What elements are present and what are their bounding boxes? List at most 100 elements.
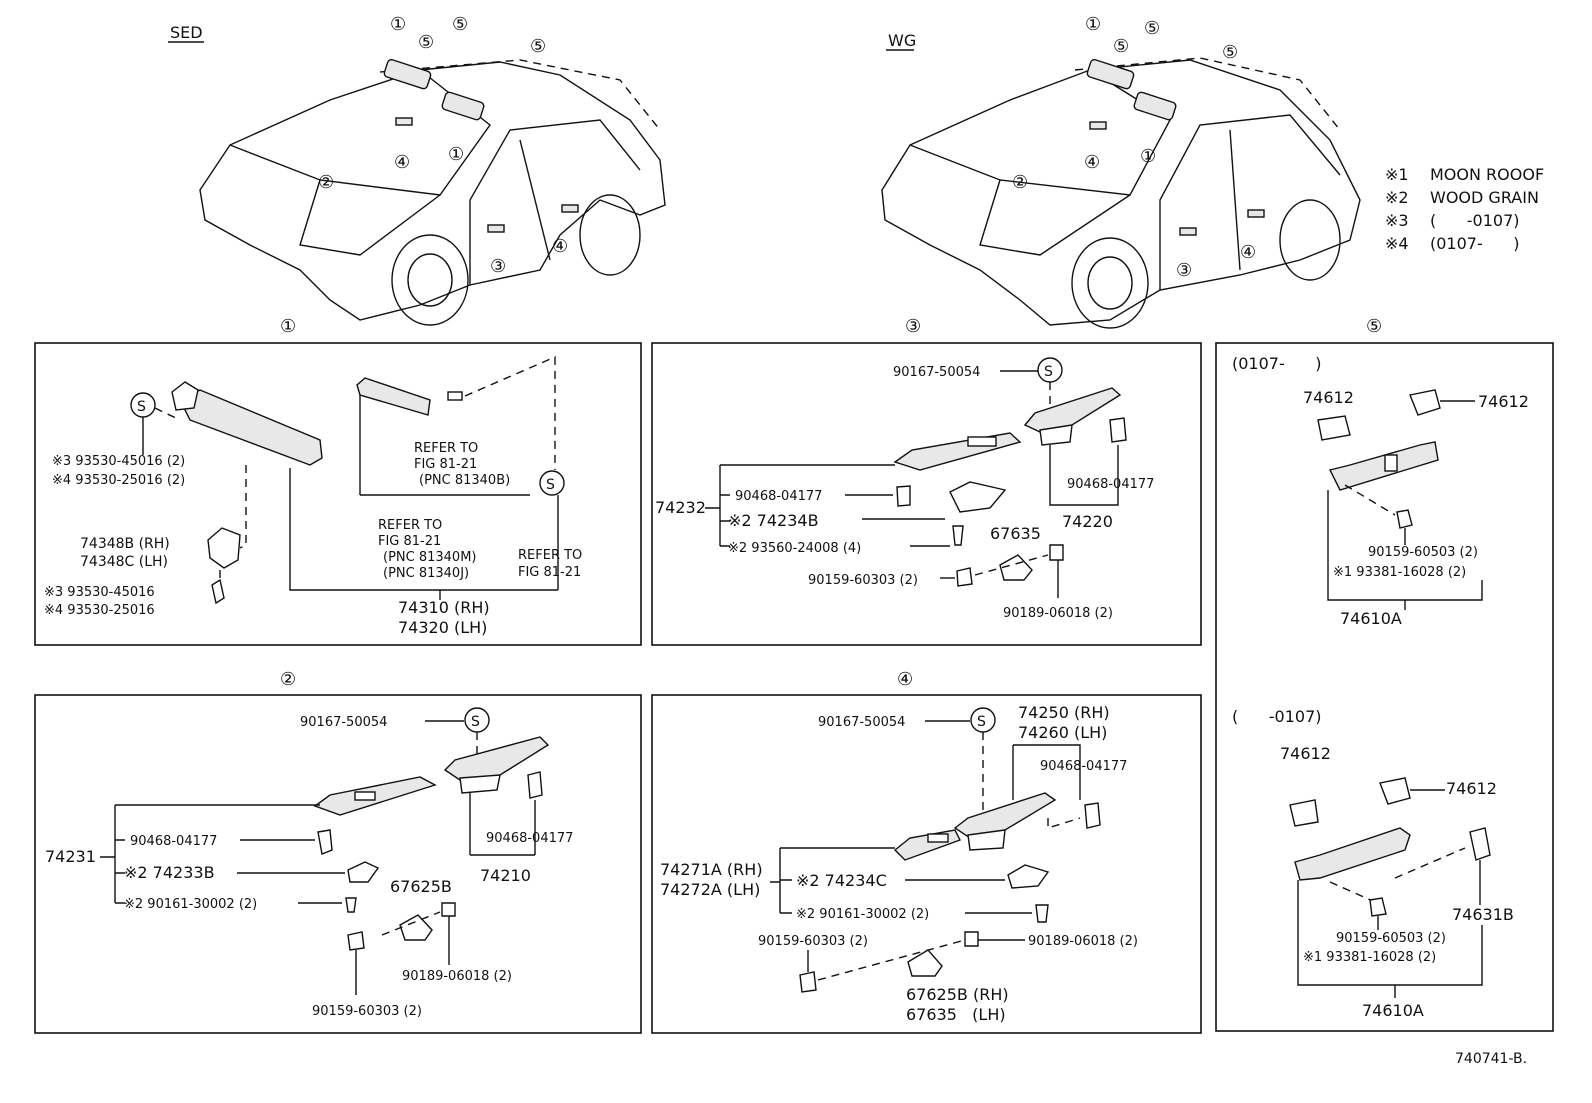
refer-text: REFER TO bbox=[378, 518, 442, 533]
part-number: 74271A (RH) bbox=[660, 860, 763, 879]
panel-number: ② bbox=[280, 669, 296, 690]
callout-3: ③ bbox=[490, 256, 506, 277]
part-number: 74220 bbox=[1062, 512, 1113, 531]
refer-text: FIG 81-21 bbox=[378, 534, 441, 549]
part-number: 74272A (LH) bbox=[660, 880, 760, 899]
part-number: 90159-60503 (2) bbox=[1368, 545, 1478, 560]
part-number: 74260 (LH) bbox=[1018, 723, 1107, 742]
part-number: 67625B (RH) bbox=[906, 985, 1009, 1004]
part-number: ※1 93381-16028 (2) bbox=[1333, 565, 1466, 580]
wagon-callouts: ① ⑤ ⑤ ⑤ ② ④ ① ③ ④ bbox=[1012, 14, 1256, 281]
part-number: 90159-60503 (2) bbox=[1336, 931, 1446, 946]
sedan-label: SED bbox=[170, 23, 203, 42]
panel-number: ⑤ bbox=[1366, 316, 1382, 337]
panel-1-sun-visor: ① S ※3 93530-45016 (2) ※4 93530-25016 (2… bbox=[34, 316, 642, 646]
part-number: 90167-50054 bbox=[300, 715, 387, 730]
s-mark: S bbox=[471, 714, 480, 730]
note-text: ( -0107) bbox=[1430, 211, 1520, 230]
part-number: 74310 (RH) bbox=[398, 598, 490, 617]
range-label: (0107- ) bbox=[1232, 354, 1322, 373]
part-number: 90189-06018 (2) bbox=[1028, 934, 1138, 949]
part-number: 90159-60303 (2) bbox=[312, 1004, 422, 1019]
wagon-label: WG bbox=[888, 31, 916, 50]
part-number: ※3 93530-45016 bbox=[44, 585, 155, 600]
refer-text: (PNC 81340M) bbox=[383, 550, 477, 565]
sedan-illustration: SED bbox=[168, 23, 666, 326]
callout-4: ④ bbox=[552, 236, 568, 257]
callout-5: ⑤ bbox=[1113, 36, 1129, 57]
panel-number: ④ bbox=[897, 669, 913, 690]
callout-1: ① bbox=[390, 14, 406, 35]
note-text: MOON ROOOF bbox=[1430, 165, 1544, 184]
part-number: 90468-04177 bbox=[130, 834, 217, 849]
refer-text: REFER TO bbox=[518, 548, 582, 563]
part-number: ※4 93530-25016 (2) bbox=[52, 473, 185, 488]
part-number: 67625B bbox=[390, 877, 452, 896]
callout-1: ① bbox=[448, 144, 464, 165]
part-number: 74231 bbox=[45, 847, 96, 866]
note-mark: ※2 bbox=[1385, 188, 1409, 207]
part-number: 67635 (LH) bbox=[906, 1005, 1006, 1024]
callout-4: ④ bbox=[1240, 242, 1256, 263]
callout-5: ⑤ bbox=[1222, 42, 1238, 63]
panel-5-coat-hook: ⑤ (0107- ) 74612 74612 90159-60503 (2) ※… bbox=[1215, 316, 1554, 1032]
part-number: ※2 74233B bbox=[124, 863, 215, 882]
callout-2: ② bbox=[318, 172, 334, 193]
part-number: ※2 74234B bbox=[728, 511, 819, 530]
sedan-callouts: ① ⑤ ⑤ ⑤ ② ④ ① ③ ④ bbox=[318, 14, 568, 277]
part-number: ※3 93530-45016 (2) bbox=[52, 454, 185, 469]
part-number: 74232 bbox=[655, 498, 706, 517]
callout-5: ⑤ bbox=[530, 36, 546, 57]
callout-5: ⑤ bbox=[452, 14, 468, 35]
part-number: ※2 90161-30002 (2) bbox=[124, 897, 257, 912]
note-mark: ※1 bbox=[1385, 165, 1409, 184]
callout-4: ④ bbox=[394, 152, 410, 173]
panel-3-assist-grip: ③ 90167-50054 S 90468-04177 74220 74232 … bbox=[651, 316, 1202, 646]
figure-code: 740741-B. bbox=[1455, 1051, 1527, 1067]
part-number: ※2 93560-24008 (4) bbox=[728, 541, 861, 556]
part-number: 90159-60303 (2) bbox=[758, 934, 868, 949]
part-number: ※4 93530-25016 bbox=[44, 603, 155, 618]
part-number: 90468-04177 bbox=[486, 831, 573, 846]
part-number: 74348C (LH) bbox=[80, 554, 168, 570]
callout-5: ⑤ bbox=[1144, 18, 1160, 39]
range-label: ( -0107) bbox=[1232, 707, 1322, 726]
part-number: 90167-50054 bbox=[893, 365, 980, 380]
callout-2: ② bbox=[1012, 172, 1028, 193]
refer-text: (PNC 81340J) bbox=[383, 566, 469, 581]
part-number: 74612 bbox=[1303, 388, 1354, 407]
callout-4: ④ bbox=[1084, 152, 1100, 173]
part-number: 74612 bbox=[1446, 779, 1497, 798]
part-number: 90159-60303 (2) bbox=[808, 573, 918, 588]
part-number: 74612 bbox=[1478, 392, 1529, 411]
callout-1: ① bbox=[1085, 14, 1101, 35]
part-number: 74320 (LH) bbox=[398, 618, 487, 637]
note-mark: ※3 bbox=[1385, 211, 1409, 230]
refer-text: REFER TO bbox=[414, 441, 478, 456]
note-text: (0107- ) bbox=[1430, 234, 1520, 253]
s-mark: S bbox=[546, 477, 555, 493]
refer-text: FIG 81-21 bbox=[414, 457, 477, 472]
s-mark: S bbox=[1044, 364, 1053, 380]
notes-legend: ※1 MOON ROOOF ※2 WOOD GRAIN ※3 ( -0107) … bbox=[1385, 165, 1544, 253]
part-number: 74348B (RH) bbox=[80, 536, 170, 552]
note-mark: ※4 bbox=[1385, 234, 1409, 253]
panel-4-assist-grip: ④ 90167-50054 S 74250 (RH) 74260 (LH) 90… bbox=[651, 669, 1202, 1034]
part-number: ※1 93381-16028 (2) bbox=[1303, 950, 1436, 965]
part-number: 74631B bbox=[1452, 905, 1514, 924]
part-number: 90468-04177 bbox=[735, 489, 822, 504]
part-number: 90189-06018 (2) bbox=[1003, 606, 1113, 621]
part-number: 67635 bbox=[990, 524, 1041, 543]
s-mark: S bbox=[137, 399, 146, 415]
part-number: ※2 90161-30002 (2) bbox=[796, 907, 929, 922]
callout-5: ⑤ bbox=[418, 32, 434, 53]
part-number: 74210 bbox=[480, 866, 531, 885]
panel-number: ③ bbox=[905, 316, 921, 337]
part-number: 74612 bbox=[1280, 744, 1331, 763]
part-number: 90468-04177 bbox=[1067, 477, 1154, 492]
callout-1: ① bbox=[1140, 146, 1156, 167]
note-text: WOOD GRAIN bbox=[1430, 188, 1539, 207]
refer-text: (PNC 81340B) bbox=[419, 473, 510, 488]
part-number: 90189-06018 (2) bbox=[402, 969, 512, 984]
